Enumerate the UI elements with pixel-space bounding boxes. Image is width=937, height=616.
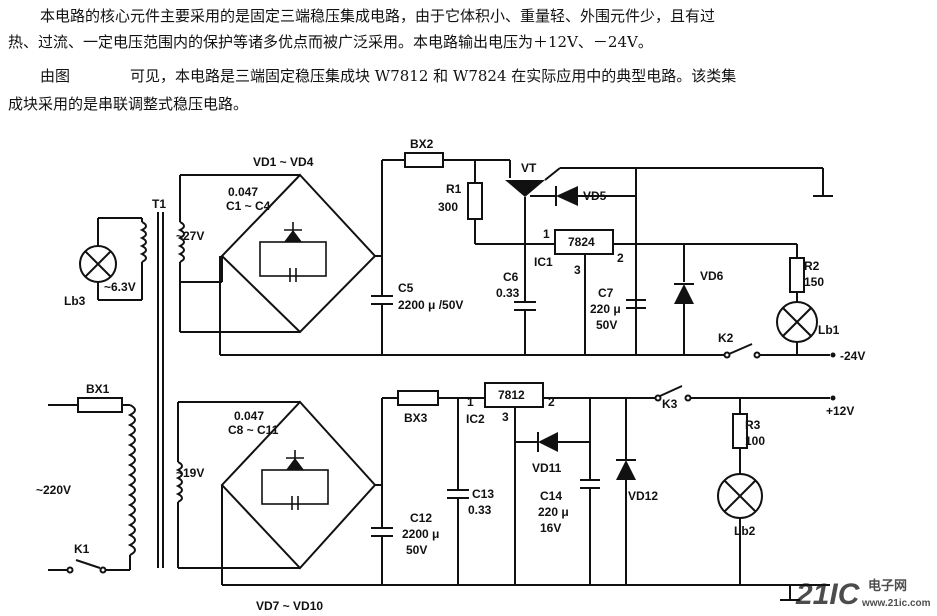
diode-vd12-icon	[616, 460, 636, 480]
label-r1: R1	[446, 182, 462, 196]
label-v220: ~220V	[36, 483, 71, 497]
label-c1c4: C1 ~ C4	[226, 199, 271, 213]
label-lb3: Lb3	[64, 294, 86, 308]
paragraph-2-line-1: 由图 可见，本电路是三端固定稳压集成块 W7812 和 W7824 在实际应用中…	[40, 67, 737, 85]
label-v19: ~19V	[176, 466, 204, 480]
label-ic2: IC2	[466, 412, 485, 426]
label-vd11: VD11	[532, 461, 562, 475]
label-pin1-ic1: 1	[543, 227, 550, 241]
label-c7-value: 220 μ	[590, 302, 621, 316]
lamp-lb3-circuit	[79, 217, 147, 301]
label-k1: K1	[74, 542, 90, 556]
label-bx1: BX1	[86, 382, 110, 396]
watermark-cn: 电子网	[868, 578, 907, 593]
label-pin3-ic1: 3	[574, 263, 581, 277]
label-vd12: VD12	[628, 489, 658, 503]
transformer-t1-primary	[48, 212, 164, 574]
label-pin2-ic2: 2	[548, 395, 555, 409]
switch-k1-icon	[75, 559, 101, 569]
label-c8c11: C8 ~ C11	[228, 423, 279, 437]
bottom-transformer-secondary	[175, 401, 300, 569]
label-bx2: BX2	[410, 137, 434, 151]
watermark-url: www.21ic.com	[861, 598, 931, 609]
label-v63: ~6.3V	[104, 280, 136, 294]
label-out-pos12: +12V	[826, 404, 854, 418]
label-out-neg24: -24V	[840, 349, 865, 363]
label-c12-value: 2200 μ	[402, 527, 439, 541]
paragraph-2-line-2: 成块采用的是串联调整式稳压电路。	[8, 95, 249, 113]
label-k2: K2	[718, 331, 734, 345]
label-r2: R2	[804, 259, 820, 273]
top-transformer-secondary	[177, 174, 300, 333]
label-7824: 7824	[568, 235, 595, 249]
lamp-lb3-icon	[79, 245, 117, 283]
label-7812: 7812	[498, 388, 525, 402]
label-bx3: BX3	[404, 411, 428, 425]
label-pin1-ic2: 1	[467, 395, 474, 409]
watermark-logo: 21IC	[795, 578, 861, 611]
label-c7-voltage: 50V	[596, 318, 617, 332]
component-labels: VD1 ~ VD4 T1 0.047 C1 ~ C4 ~27V Lb3 ~6.3…	[36, 137, 865, 613]
label-c14-voltage: 16V	[540, 521, 561, 535]
label-c5-value: 2200 μ /50V	[398, 298, 463, 312]
label-pin2-ic1: 2	[617, 251, 624, 265]
fuse-bx3-icon	[397, 390, 439, 406]
transistor-vt-icon	[505, 180, 545, 197]
label-vt: VT	[521, 161, 537, 175]
top-rail-wiring	[219, 152, 836, 359]
label-c6: C6	[503, 270, 519, 284]
label-c7: C7	[598, 286, 614, 300]
bridge-rectifier-top	[180, 173, 377, 334]
label-c14-value: 220 μ	[538, 505, 569, 519]
bottom-rail-wiring	[222, 382, 836, 601]
label-ic1: IC1	[534, 255, 553, 269]
label-r2-value: 150	[804, 275, 824, 289]
watermark-21ic: 21IC 电子网 www.21ic.com	[795, 578, 931, 611]
label-c12-voltage: 50V	[406, 543, 427, 557]
diode-vd5-icon	[556, 186, 578, 206]
label-c12: C12	[410, 511, 432, 525]
label-t1: T1	[152, 197, 166, 211]
label-r3-value: 100	[745, 434, 765, 448]
switch-k2-icon	[728, 343, 753, 355]
label-v27: ~27V	[176, 229, 204, 243]
label-k3: K3	[662, 397, 678, 411]
diode-vd6-icon	[674, 284, 694, 304]
label-c1c4-value: 0.047	[228, 185, 258, 199]
fuse-bx1-icon	[77, 397, 123, 413]
bridge-rectifier-bottom	[220, 400, 377, 585]
label-vd7-vd10: VD7 ~ VD10	[256, 599, 323, 613]
label-vd6: VD6	[700, 269, 724, 283]
label-vd1-vd4: VD1 ~ VD4	[253, 155, 314, 169]
switch-k3-icon	[659, 385, 683, 397]
label-vd5: VD5	[583, 189, 607, 203]
label-c13-value: 0.33	[468, 503, 492, 517]
label-c5: C5	[398, 281, 414, 295]
paragraph-1-line-2: 热、过流、一定电压范围内的保护等诸多优点而被广泛采用。本电路输出电压为＋12V、…	[8, 33, 653, 51]
resistor-r2-icon	[789, 257, 805, 293]
label-r3: R3	[745, 418, 761, 432]
resistor-r1-icon	[467, 182, 483, 220]
label-lb1: Lb1	[818, 323, 840, 337]
label-lb2: Lb2	[734, 524, 756, 538]
label-r1-value: 300	[438, 200, 458, 214]
label-c6-value: 0.33	[496, 286, 520, 300]
label-pin3-ic2: 3	[502, 410, 509, 424]
diode-vd11-icon	[538, 432, 558, 452]
label-c8c11-value: 0.047	[234, 409, 264, 423]
paragraph-1-line-1: 本电路的核心元件主要采用的是固定三端稳压集成电路，由于它体积小、重量轻、外围元件…	[40, 7, 716, 25]
label-c13: C13	[472, 487, 494, 501]
label-c14: C14	[540, 489, 562, 503]
fuse-bx2-icon	[404, 152, 444, 168]
